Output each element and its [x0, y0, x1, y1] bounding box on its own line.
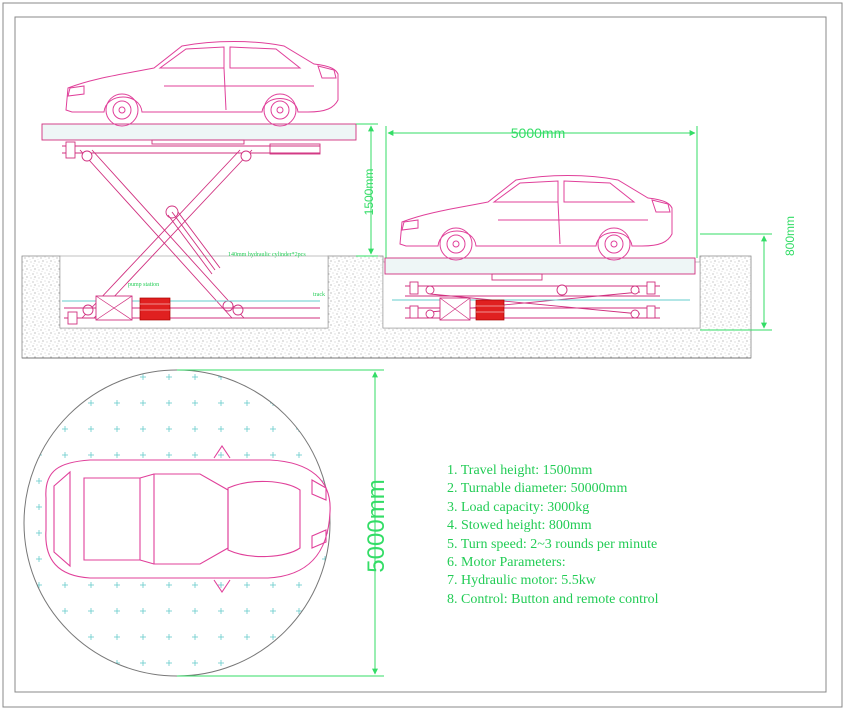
pump-station-left — [95, 295, 171, 321]
diameter-label: 5000mm — [363, 479, 390, 572]
travel-height-label: 1500mm — [362, 169, 376, 216]
stowed-height-label: 800mm — [783, 216, 797, 256]
specification-list: 1. Travel height: 1500mm 2. Turnable dia… — [447, 462, 659, 609]
stowed-lift — [384, 257, 696, 319]
stowed-height-dimension — [700, 233, 772, 331]
spec-item: 1. Travel height: 1500mm — [447, 463, 593, 478]
inner-frame — [14, 16, 827, 693]
car-side-raised — [65, 41, 339, 127]
diameter-dimension — [177, 369, 384, 677]
raised-platform — [41, 123, 357, 141]
raised-lift — [41, 123, 357, 325]
pump-station-right — [439, 297, 505, 321]
cylinder-label: 140mm hydraulic cylinder*2pcs — [228, 252, 306, 258]
car-side-stowed — [399, 175, 673, 261]
spec-item: 6. Motor Parameters: — [447, 555, 566, 571]
spec-item: 3. Load capacity: 3000kg — [447, 499, 590, 515]
travel-height-dimension — [356, 123, 378, 257]
spec-item: 5. Turn speed: 2~3 rounds per minute — [447, 536, 658, 552]
car-top-view — [45, 445, 331, 593]
pump-label: pump station — [128, 282, 159, 288]
stowed-platform — [384, 257, 696, 275]
spec-item: 7. Hydraulic motor: 5.5kw — [447, 573, 596, 589]
length-dimension — [385, 126, 698, 258]
spec-item: 4. Stowed height: 800mm — [447, 518, 592, 534]
spec-item: 2. Turnable diameter: 50000mm — [447, 481, 628, 497]
rail-label: track — [313, 292, 325, 298]
spec-item: 8. Control: Button and remote control — [447, 591, 659, 607]
length-dimension-label: 5000mm — [511, 125, 565, 141]
